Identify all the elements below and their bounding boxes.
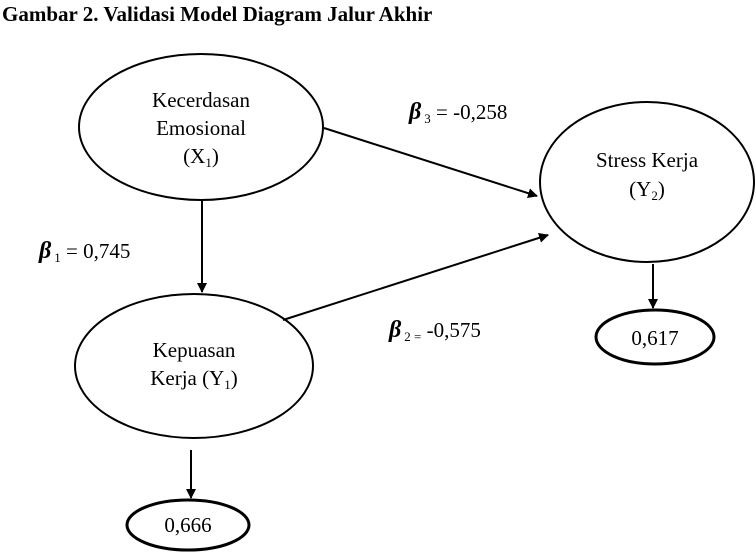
node-residual-y2: 0,617: [594, 308, 716, 366]
node-x1-variable: (X1): [183, 144, 219, 170]
node-y1-var-sub: 1: [224, 377, 231, 392]
node-y1-line2: Kerja (Y1): [150, 366, 238, 392]
node-x1-var-sub: 1: [205, 155, 212, 170]
node-kepuasan-kerja: Kepuasan Kerja (Y1): [74, 293, 314, 439]
node-y2-var-open: (Y: [629, 177, 651, 201]
node-y2-ellipse: [539, 101, 755, 263]
beta1-symbol: β: [38, 238, 52, 264]
beta1-sub: 1: [54, 250, 61, 265]
node-residual-y1: 0,666: [125, 498, 251, 552]
node-x1-var-open: (X: [183, 144, 205, 168]
figure-title: Gambar 2. Validasi Model Diagram Jalur A…: [2, 2, 433, 26]
beta3-symbol: β: [408, 99, 422, 125]
beta3-value: = -0,258: [431, 100, 508, 124]
arrow-x1-to-y2: [323, 127, 538, 199]
node-y1-line1: Kepuasan: [153, 338, 236, 362]
beta3-sub: 3: [424, 111, 431, 126]
node-stress-kerja: Stress Kerja (Y2): [539, 101, 755, 263]
node-x1-line1: Kecerdasan: [152, 88, 250, 112]
node-x1-line2: Emosional: [156, 116, 246, 140]
beta2-value: -0,575: [421, 318, 481, 342]
node-y1-ellipse: [74, 293, 314, 439]
node-y2-variable: (Y2): [629, 177, 665, 203]
node-e2-value: 0,617: [631, 326, 678, 350]
node-e1-value: 0,666: [164, 513, 211, 537]
node-x1-var-close: ): [212, 144, 219, 168]
beta2-symbol: β: [388, 317, 402, 343]
beta1-value: = 0,745: [61, 239, 131, 263]
beta2-sub: 2 =: [404, 329, 421, 344]
arrow-y1-to-y2: [282, 232, 549, 321]
node-x1-ellipse: [78, 53, 324, 201]
node-y1-line2-prefix: Kerja (Y: [150, 366, 224, 390]
node-e1-ellipse: [125, 498, 251, 552]
node-y1-var-close: ): [231, 366, 238, 390]
node-e2-ellipse: [594, 308, 716, 366]
node-y2-var-close: ): [658, 177, 665, 201]
node-kecerdasan-emosional: Kecerdasan Emosional (X1): [78, 53, 324, 201]
node-y2-var-sub: 2: [651, 188, 658, 203]
node-y2-line1: Stress Kerja: [596, 148, 699, 172]
